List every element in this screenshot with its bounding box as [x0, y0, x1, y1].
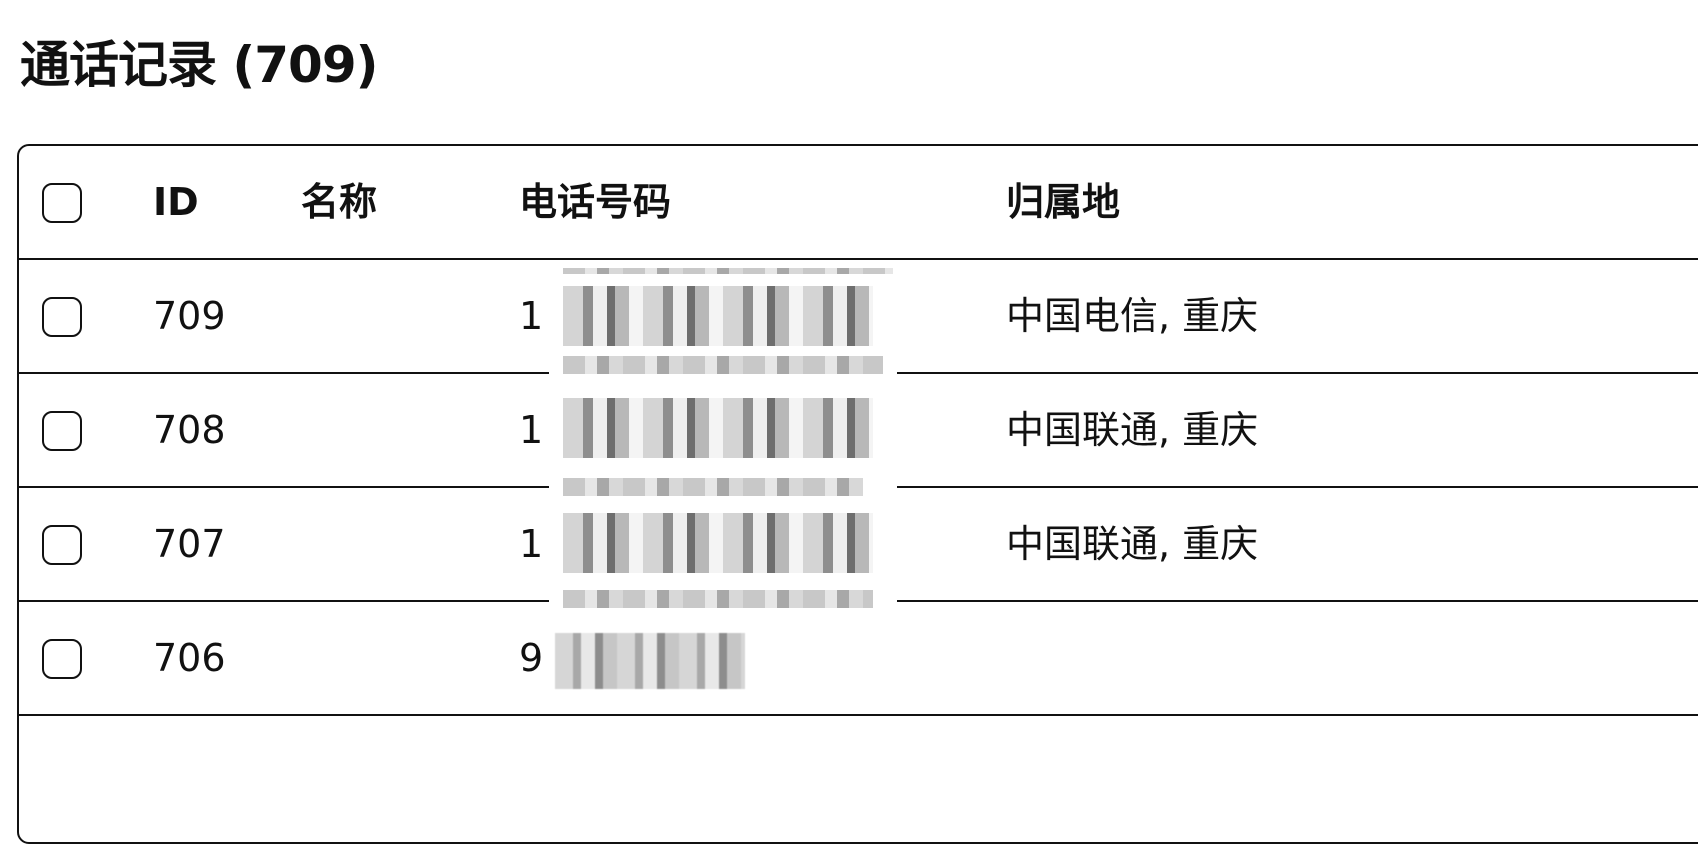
row-phone-prefix: 1 — [519, 522, 544, 566]
row-phone: 1 — [519, 488, 543, 600]
redaction-mosaic — [555, 632, 746, 689]
select-all-checkbox[interactable] — [42, 183, 82, 223]
row-location: 中国联通, 重庆 — [1006, 522, 1259, 566]
page-title: 通话记录 (709) — [20, 36, 378, 94]
column-header-location[interactable]: 归属地 — [1006, 180, 1121, 224]
row-checkbox[interactable] — [42, 297, 82, 337]
row-checkbox[interactable] — [42, 639, 82, 679]
row-id: 706 — [153, 636, 226, 680]
row-id: 708 — [153, 408, 226, 452]
row-phone: 9 — [519, 602, 746, 714]
row-phone-prefix: 9 — [519, 636, 544, 680]
column-header-phone[interactable]: 电话号码 — [519, 180, 672, 224]
row-id: 707 — [153, 522, 226, 566]
row-id: 709 — [153, 294, 226, 338]
column-header-name[interactable]: 名称 — [301, 180, 378, 224]
row-checkbox[interactable] — [42, 411, 82, 451]
row-phone-prefix: 1 — [519, 294, 544, 338]
row-location: 中国电信, 重庆 — [1006, 294, 1259, 338]
call-log-table: ID 名称 电话号码 归属地 709 1 中国电信, 重庆 708 1 中国联通… — [17, 144, 1698, 844]
row-location: 中国联通, 重庆 — [1006, 408, 1259, 452]
row-phone-prefix: 1 — [519, 408, 544, 452]
row-phone: 1 — [519, 374, 543, 486]
redaction-mosaic — [549, 268, 897, 608]
row-phone: 1 — [519, 260, 543, 372]
column-header-id[interactable]: ID — [153, 180, 199, 224]
table-row[interactable]: 706 9 — [19, 602, 1698, 716]
row-checkbox[interactable] — [42, 525, 82, 565]
table-header-row: ID 名称 电话号码 归属地 — [19, 146, 1698, 260]
